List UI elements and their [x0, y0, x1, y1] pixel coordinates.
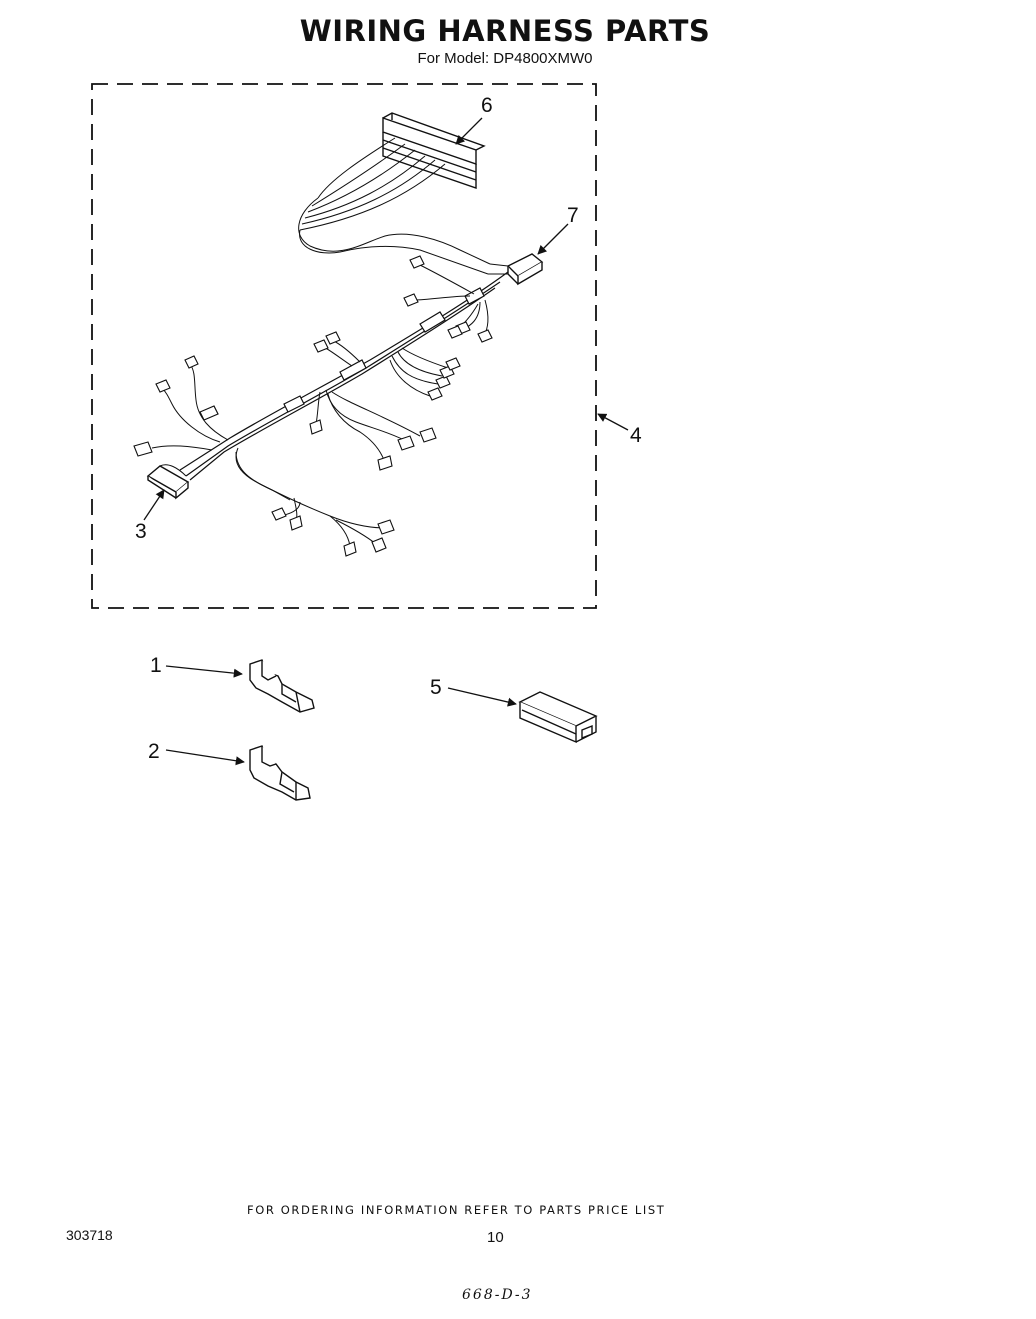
leader-arrow-4	[597, 413, 629, 431]
ordering-note: FOR ORDERING INFORMATION REFER TO PARTS …	[247, 1203, 666, 1217]
harness-branches	[151, 263, 489, 547]
wire-terminals	[133, 255, 493, 557]
leader-arrow-6	[455, 117, 483, 145]
callout-3: 3	[135, 520, 147, 543]
model-subtitle: For Model: DP4800XMW0	[417, 50, 593, 67]
callout-4: 4	[630, 424, 642, 447]
callout-1: 1	[150, 654, 162, 677]
page-number: 10	[487, 1229, 504, 1246]
connector-leads-part-6	[298, 137, 491, 275]
page-title: WIRING HARNESS PARTS	[299, 14, 711, 48]
leader-arrow-7	[537, 223, 569, 255]
callout-2: 2	[148, 740, 160, 763]
housing-block-part-5	[518, 691, 598, 744]
harness-sleeves	[199, 287, 485, 421]
leader-arrow-2	[165, 749, 245, 766]
terminal-part-2	[249, 745, 311, 801]
end-connector-part-3	[146, 465, 190, 500]
leader-arrow-1	[165, 665, 243, 678]
assembly-boundary	[91, 83, 597, 609]
leader-arrows	[143, 117, 629, 766]
callout-7: 7	[567, 204, 579, 227]
leader-arrow-3	[143, 489, 165, 521]
inline-connector-part-7	[506, 253, 544, 286]
handwritten-code: 668-D-3	[462, 1287, 533, 1303]
leader-arrow-5	[447, 687, 517, 707]
terminal-part-1	[249, 659, 315, 713]
callout-6: 6	[481, 94, 493, 117]
document-number: 303718	[66, 1227, 113, 1243]
callout-5: 5	[430, 676, 442, 699]
